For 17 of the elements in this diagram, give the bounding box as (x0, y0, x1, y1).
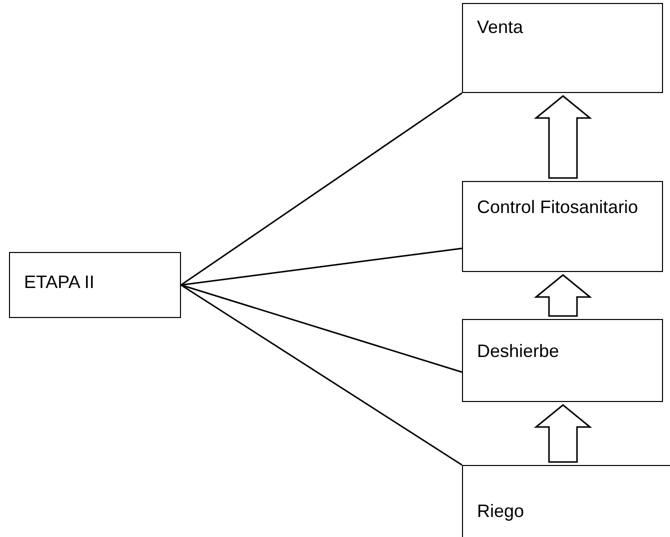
connector-line (180, 248, 462, 286)
connector-line (180, 92, 462, 286)
box-label: Riego (477, 500, 526, 523)
box-label: Deshierbe (477, 340, 560, 363)
box-label: Control Fitosanitario (477, 196, 640, 219)
connector-line (180, 284, 462, 466)
process-box (462, 465, 670, 537)
box-label: Venta (477, 16, 524, 39)
process-box (462, 319, 663, 402)
connector-line (180, 284, 462, 373)
process-box (462, 3, 663, 93)
process-box (462, 181, 663, 272)
box-label: ETAPA II (24, 271, 96, 294)
process-box (9, 252, 181, 318)
block-arrow (534, 95, 592, 179)
block-arrow (534, 404, 592, 463)
block-arrow (534, 274, 592, 317)
